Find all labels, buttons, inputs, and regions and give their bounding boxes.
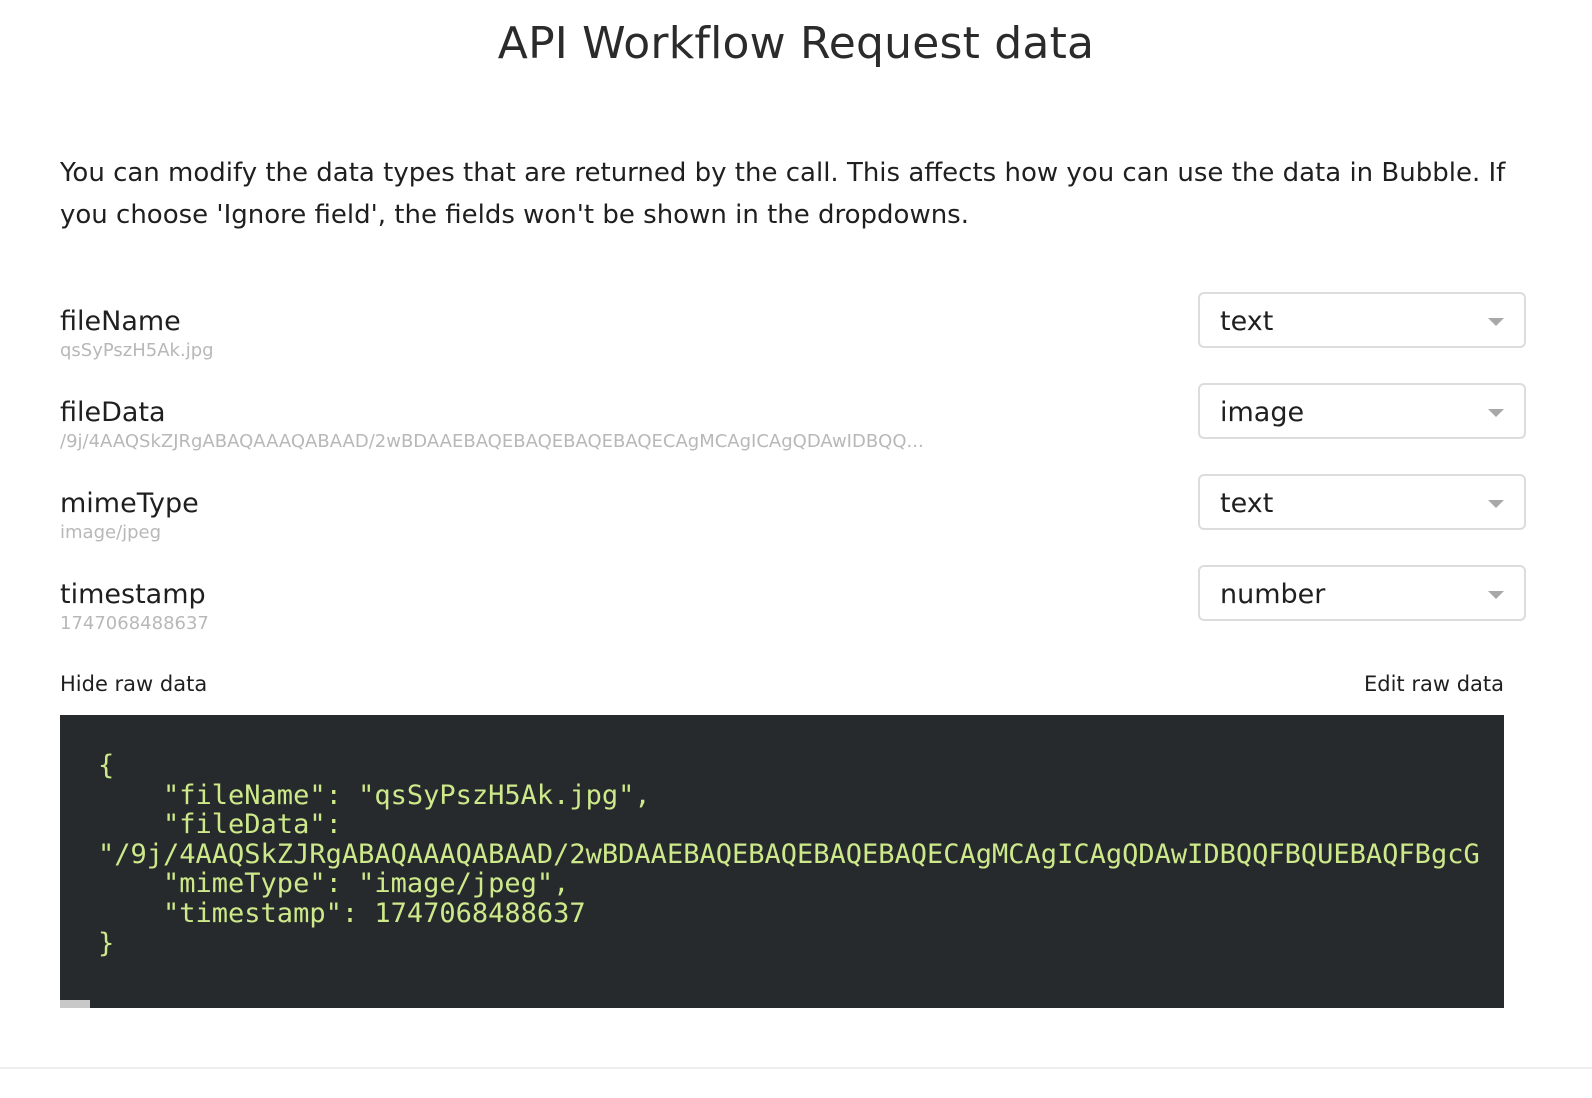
field-name: timestamp: [60, 579, 206, 610]
raw-data-links: Hide raw data Edit raw data: [60, 672, 1504, 700]
field-type-selected-value: text: [1220, 306, 1274, 337]
field-name: mimeType: [60, 488, 199, 519]
code-line: "timestamp": 1747068488637: [98, 897, 586, 929]
field-type-dropdown[interactable]: text: [1198, 474, 1526, 530]
field-sample-value: qsSyPszH5Ak.jpg: [60, 340, 214, 361]
field-row-timestamp: timestamp 1747068488637 number: [60, 565, 1526, 656]
hide-raw-data-link[interactable]: Hide raw data: [60, 672, 208, 696]
field-sample-value: /9j/4AAQSkZJRgABAQAAAQABAAD/2wBDAAEBAQEB…: [60, 431, 924, 452]
field-type-selected-value: text: [1220, 488, 1274, 519]
field-type-dropdown[interactable]: number: [1198, 565, 1526, 621]
horizontal-scrollbar-thumb[interactable]: [60, 1000, 90, 1008]
field-name: fileName: [60, 306, 181, 337]
code-line: "/9j/4AAQSkZJRgABAQAAAQABAAD/2wBDAAEBAQE…: [98, 838, 1480, 870]
chevron-down-icon: [1488, 591, 1504, 599]
field-row-mimetype: mimeType image/jpeg text: [60, 474, 1526, 565]
code-line: }: [98, 927, 115, 959]
page-title: API Workflow Request data: [497, 18, 1095, 69]
edit-raw-data-link[interactable]: Edit raw data: [1364, 672, 1504, 696]
raw-data-code-block[interactable]: { "fileName": "qsSyPszH5Ak.jpg", "fileDa…: [60, 715, 1504, 1008]
field-sample-value: 1747068488637: [60, 613, 209, 634]
divider: [0, 1067, 1592, 1069]
field-row-filedata: fileData /9j/4AAQSkZJRgABAQAAAQABAAD/2wB…: [60, 383, 1526, 474]
field-sample-value: image/jpeg: [60, 522, 162, 543]
field-type-selected-value: image: [1220, 397, 1305, 428]
chevron-down-icon: [1488, 318, 1504, 326]
field-type-dropdown[interactable]: image: [1198, 383, 1526, 439]
field-list: fileName qsSyPszH5Ak.jpg text fileData /…: [60, 292, 1526, 656]
code-line: "fileName": "qsSyPszH5Ak.jpg",: [98, 779, 651, 811]
code-line: {: [98, 750, 115, 781]
field-name: fileData: [60, 397, 166, 428]
chevron-down-icon: [1488, 409, 1504, 417]
code-line: "mimeType": "image/jpeg",: [98, 868, 570, 900]
field-row-filename: fileName qsSyPszH5Ak.jpg text: [60, 292, 1526, 383]
field-type-dropdown[interactable]: text: [1198, 292, 1526, 348]
field-type-selected-value: number: [1220, 579, 1326, 610]
description-text: You can modify the data types that are r…: [60, 158, 1506, 230]
chevron-down-icon: [1488, 500, 1504, 508]
code-line: "fileData":: [98, 809, 342, 841]
